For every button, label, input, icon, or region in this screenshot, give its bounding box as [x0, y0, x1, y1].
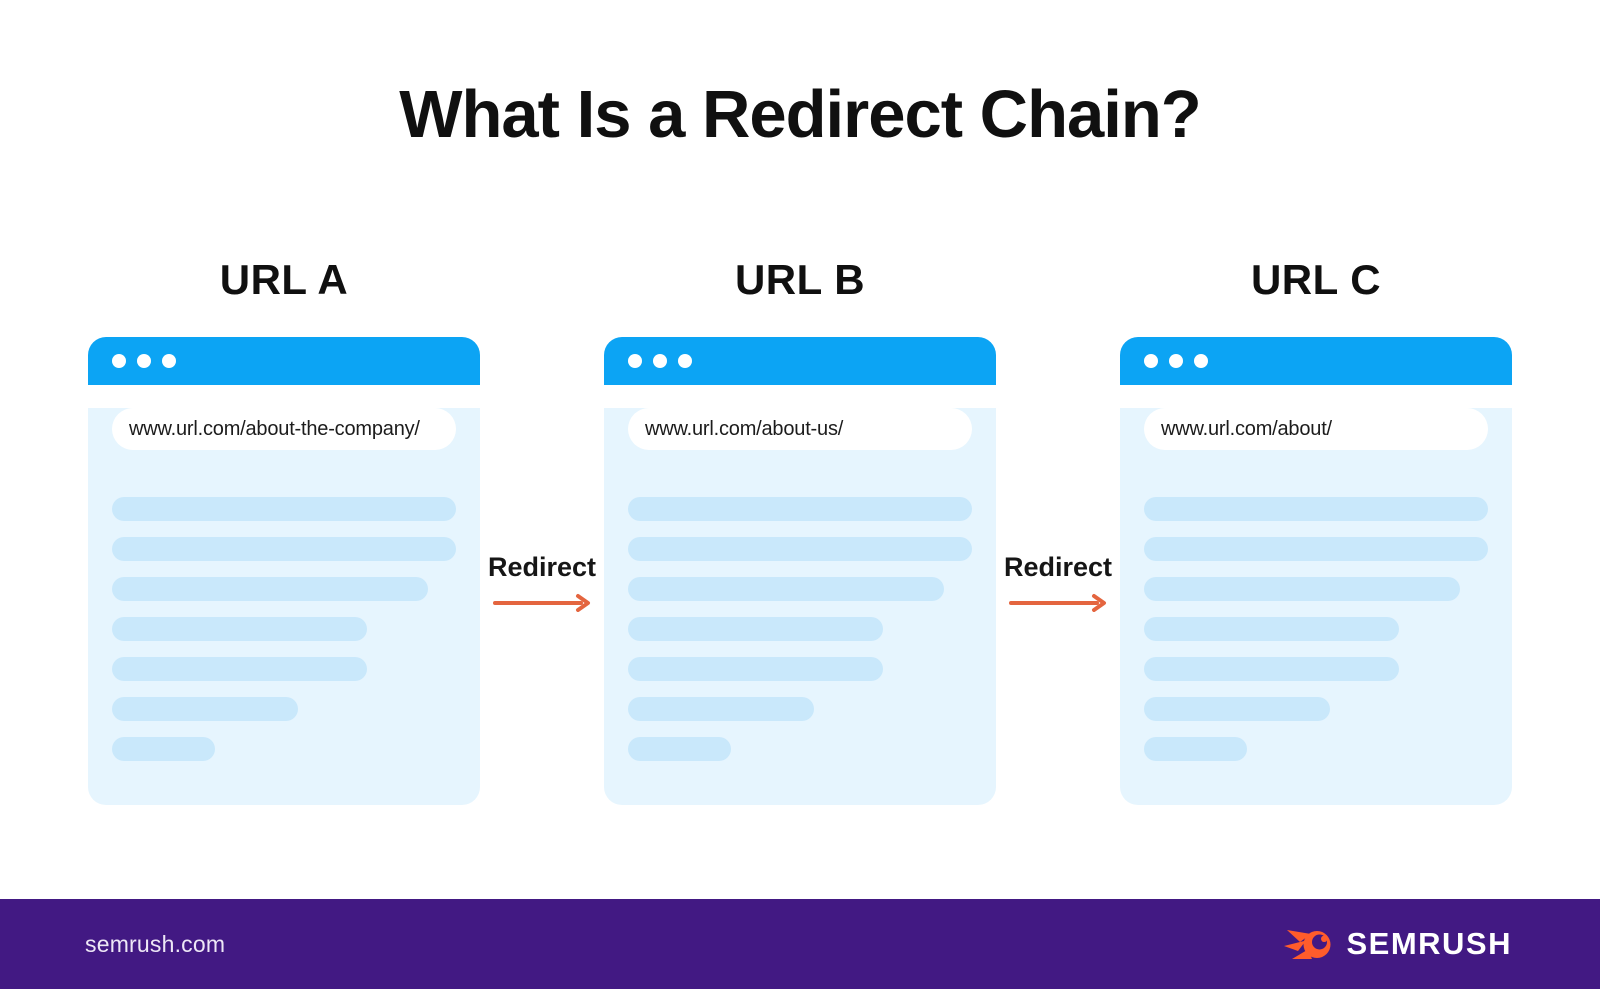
browser-titlebar-c	[1120, 337, 1512, 385]
content-placeholder-b	[628, 497, 972, 761]
window-dot-icon	[137, 354, 151, 368]
redirect-connector-1: Redirect	[480, 552, 604, 612]
placeholder-line	[1144, 657, 1399, 681]
redirect-label-2: Redirect	[1003, 552, 1113, 582]
redirect-connector-2: Redirect	[996, 552, 1120, 612]
placeholder-line	[628, 537, 972, 561]
url-c-heading: URL C	[1250, 256, 1382, 303]
semrush-comet-icon	[1284, 930, 1331, 959]
right-arrow-icon	[1009, 594, 1106, 612]
footer-site-url: semrush.com	[85, 930, 226, 957]
placeholder-line	[112, 577, 429, 601]
browser-window-c: www.url.com/about/	[1120, 337, 1512, 805]
placeholder-line	[1144, 497, 1488, 521]
placeholder-line	[112, 657, 367, 681]
window-dot-icon	[628, 354, 642, 368]
window-dot-icon	[1144, 354, 1158, 368]
window-dot-icon	[162, 354, 176, 368]
placeholder-line	[628, 697, 814, 721]
browser-page-c: www.url.com/about/	[1120, 408, 1512, 805]
placeholder-line	[112, 537, 456, 561]
browser-titlebar-b	[604, 337, 996, 385]
placeholder-line	[1144, 617, 1399, 641]
redirect-label-1: Redirect	[487, 552, 597, 582]
placeholder-line	[628, 577, 945, 601]
url-a-column: URL A www.url.com/about-the-company/	[88, 256, 480, 805]
address-bar-c: www.url.com/about/	[1144, 408, 1488, 450]
url-b-column: URL B www.url.com/about-us/	[604, 256, 996, 805]
placeholder-line	[1144, 577, 1461, 601]
placeholder-line	[1144, 537, 1488, 561]
window-dot-icon	[1169, 354, 1183, 368]
browser-window-a: www.url.com/about-the-company/	[88, 337, 480, 805]
url-b-heading: URL B	[734, 256, 866, 303]
url-text-c: www.url.com/about/	[1161, 417, 1332, 440]
placeholder-line	[112, 497, 456, 521]
page-title: What Is a Redirect Chain?	[399, 77, 1201, 152]
placeholder-line	[1144, 737, 1248, 761]
placeholder-line	[112, 697, 298, 721]
browser-page-b: www.url.com/about-us/	[604, 408, 996, 805]
browser-window-b: www.url.com/about-us/	[604, 337, 996, 805]
semrush-logo-text: SEMRUSH	[1346, 926, 1512, 961]
right-arrow-icon	[493, 594, 590, 612]
placeholder-line	[628, 617, 883, 641]
url-text-b: www.url.com/about-us/	[645, 417, 844, 440]
content-placeholder-c	[1144, 497, 1488, 761]
address-bar-b: www.url.com/about-us/	[628, 408, 972, 450]
semrush-logo: SEMRUSH	[1284, 924, 1512, 964]
window-dot-icon	[653, 354, 667, 368]
placeholder-line	[628, 737, 732, 761]
placeholder-line	[1144, 697, 1330, 721]
window-dot-icon	[1194, 354, 1208, 368]
window-dot-icon	[678, 354, 692, 368]
placeholder-line	[628, 497, 972, 521]
content-placeholder-a	[112, 497, 456, 761]
placeholder-line	[112, 737, 216, 761]
footer-bar: semrush.com SEMRUSH	[0, 899, 1600, 989]
placeholder-line	[112, 617, 367, 641]
browser-page-a: www.url.com/about-the-company/	[88, 408, 480, 805]
url-a-heading: URL A	[219, 256, 349, 303]
url-c-column: URL C www.url.com/about/	[1120, 256, 1512, 805]
browser-titlebar-a	[88, 337, 480, 385]
url-text-a: www.url.com/about-the-company/	[129, 417, 420, 440]
address-bar-a: www.url.com/about-the-company/	[112, 408, 456, 450]
window-dot-icon	[112, 354, 126, 368]
placeholder-line	[628, 657, 883, 681]
